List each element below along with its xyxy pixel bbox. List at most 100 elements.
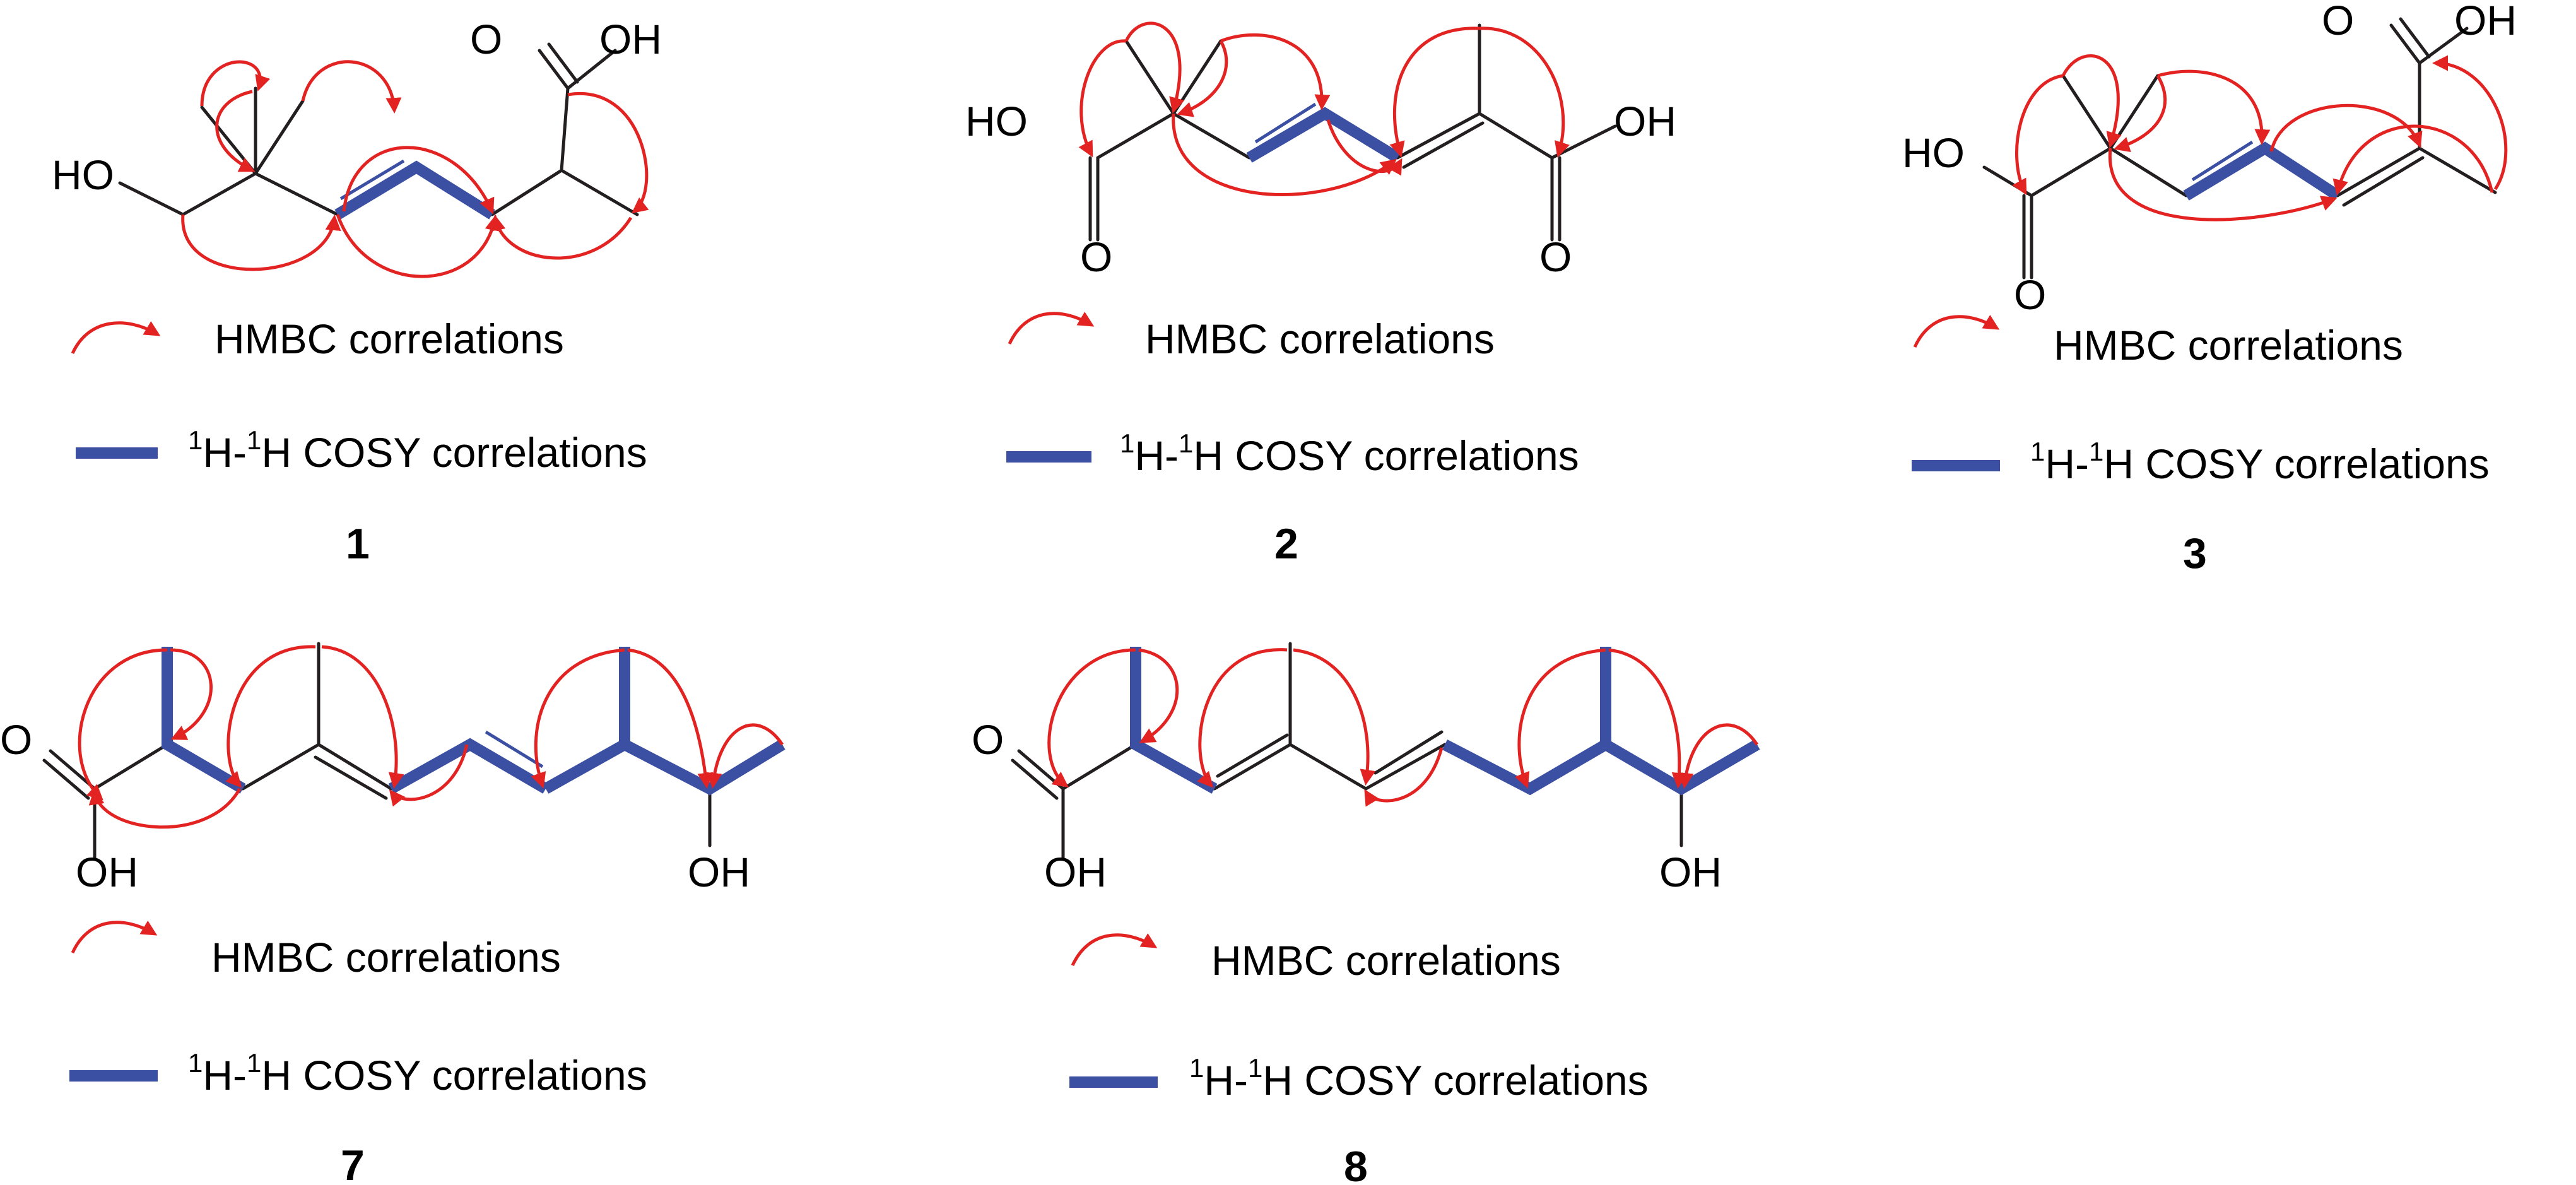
hmbc-arrow: [1138, 648, 1179, 743]
hmbc-arrow: [2114, 74, 2167, 153]
double-bond-line: [485, 730, 544, 769]
compound-1-structure: HO O OH: [52, 16, 662, 278]
hmbc-arrow: [1047, 648, 1136, 788]
compound-8-legend: HMBC correlations 1H-1H COSY correlation…: [1069, 933, 1649, 1185]
hmbc-legend-arrow: [71, 920, 158, 954]
compound-number: 8: [1344, 1143, 1368, 1185]
hmbc-arrow: [88, 787, 242, 829]
hmbc-arrow: [301, 60, 402, 114]
compound-7-legend: HMBC correlations 1H-1H COSY correlation…: [69, 920, 647, 1185]
oxygen-label: O: [1080, 233, 1112, 280]
oxygen-label: O: [1539, 233, 1572, 280]
oxygen-label: O: [2014, 271, 2046, 318]
hmbc-legend-label: HMBC correlations: [2054, 322, 2403, 368]
cosy-bond: [334, 160, 495, 220]
hmbc-arrow: [627, 648, 714, 789]
hydroxyl-label: OH: [2454, 0, 2517, 44]
hmbc-arrow: [531, 648, 625, 789]
hydroxyl-label: HO: [965, 98, 1028, 144]
compound-7-structure: O OH OH: [0, 642, 785, 895]
hmbc-arrow: [1608, 648, 1688, 789]
hmbc-arrow: [2012, 74, 2064, 196]
hydroxyl-label: OH: [599, 16, 662, 62]
cosy-legend-label: 1H-1H COSY correlations: [2030, 437, 2490, 487]
hmbc-arrow: [1678, 723, 1759, 789]
hydroxyl-label: HO: [52, 151, 114, 198]
hmbc-legend-arrow: [1008, 311, 1095, 345]
hmbc-arrow: [181, 214, 341, 271]
compound-2-legend: HMBC correlations 1H-1H COSY correlation…: [1006, 311, 1579, 568]
hmbc-legend-arrow: [1071, 933, 1158, 967]
oxygen-label: O: [972, 716, 1004, 763]
hmbc-arrow: [321, 645, 404, 789]
cosy-bond: [2183, 141, 2341, 201]
compound-number: 7: [341, 1141, 365, 1185]
oxygen-label: O: [0, 716, 32, 763]
cosy-legend-label: 1H-1H COSY correlations: [1120, 428, 1579, 479]
cosy-bond: [1130, 647, 1218, 794]
hmbc-arrow: [2269, 103, 2423, 152]
hmbc-arrow: [1078, 39, 1127, 158]
hmbc-legend-arrow: [1913, 314, 2000, 348]
cosy-bond: [162, 647, 246, 794]
hmbc-arrow: [1364, 747, 1444, 807]
cosy-legend-label: 1H-1H COSY correlations: [188, 1048, 647, 1099]
hmbc-arrow: [2432, 55, 2508, 191]
cosy-legend-label: 1H-1H COSY correlations: [188, 425, 647, 476]
compound-number: 1: [346, 520, 370, 568]
compound-number: 3: [2183, 529, 2207, 577]
hmbc-legend-label: HMBC correlations: [1211, 937, 1561, 984]
compound-3-structure: HO O O OH: [1902, 0, 2517, 318]
hmbc-legend-label: HMBC correlations: [211, 934, 561, 981]
hmbc-arrow: [225, 645, 316, 788]
cosy-bond: [1246, 107, 1401, 163]
cosy-legend-label: 1H-1H COSY correlations: [1189, 1053, 1649, 1104]
hmbc-legend-label: HMBC correlations: [1145, 315, 1495, 362]
cosy-bond: [388, 738, 549, 794]
hmbc-arrow: [1124, 21, 1185, 114]
hmbc-arrow: [200, 60, 271, 107]
hmbc-arrow: [706, 723, 784, 789]
hmbc-arrow: [1293, 648, 1376, 786]
hmbc-arrow: [2061, 54, 2122, 148]
double-bond-line: [2191, 140, 2254, 182]
oxygen-label: O: [470, 16, 502, 62]
hmbc-arrow: [1389, 27, 1480, 158]
compound-2-structure: HO O O OH: [965, 21, 1676, 280]
hmbc-arrow: [215, 90, 256, 172]
compound-1-legend: HMBC correlations 1H-1H COSY correlation…: [71, 315, 647, 568]
hydroxyl-label: OH: [1614, 98, 1676, 144]
oxygen-label: O: [2322, 0, 2354, 44]
hmbc-legend-label: HMBC correlations: [215, 315, 564, 362]
double-bond-line: [339, 159, 405, 201]
hmbc-arrow: [2157, 69, 2271, 145]
hmbc-arrow: [170, 648, 213, 740]
hmbc-arrow: [1326, 119, 1403, 176]
hmbc-legend-arrow: [71, 321, 161, 355]
hmbc-arrow: [78, 648, 168, 801]
hmbc-arrow: [1172, 113, 1397, 197]
double-bond-line: [1254, 102, 1317, 144]
hmbc-arrow: [342, 146, 495, 215]
hmbc-arrow: [389, 744, 469, 807]
hmbc-arrow: [1197, 648, 1288, 788]
hmbc-arrow: [336, 214, 501, 278]
hmbc-arrow: [1479, 27, 1570, 158]
hydroxyl-label: OH: [1659, 849, 1722, 895]
cosy-bond: [543, 738, 785, 796]
hmbc-arrow: [490, 215, 633, 260]
hmbc-arrow: [1177, 40, 1228, 117]
hydroxyl-label: OH: [76, 849, 138, 895]
hmbc-arrow: [567, 91, 649, 214]
hmbc-arrow: [1220, 33, 1331, 110]
hydroxyl-label: OH: [1044, 849, 1107, 895]
compound-8-structure: O OH OH: [972, 642, 1760, 895]
hmbc-arrow: [1514, 648, 1606, 789]
hydroxyl-label: OH: [688, 849, 750, 895]
compound-3-legend: HMBC correlations 1H-1H COSY correlation…: [1912, 314, 2490, 577]
compound-number: 2: [1274, 520, 1298, 568]
hmbc-arrow: [2108, 148, 2338, 221]
hydroxyl-label: HO: [1902, 129, 1965, 176]
hmbc-arrow: [2332, 124, 2494, 196]
